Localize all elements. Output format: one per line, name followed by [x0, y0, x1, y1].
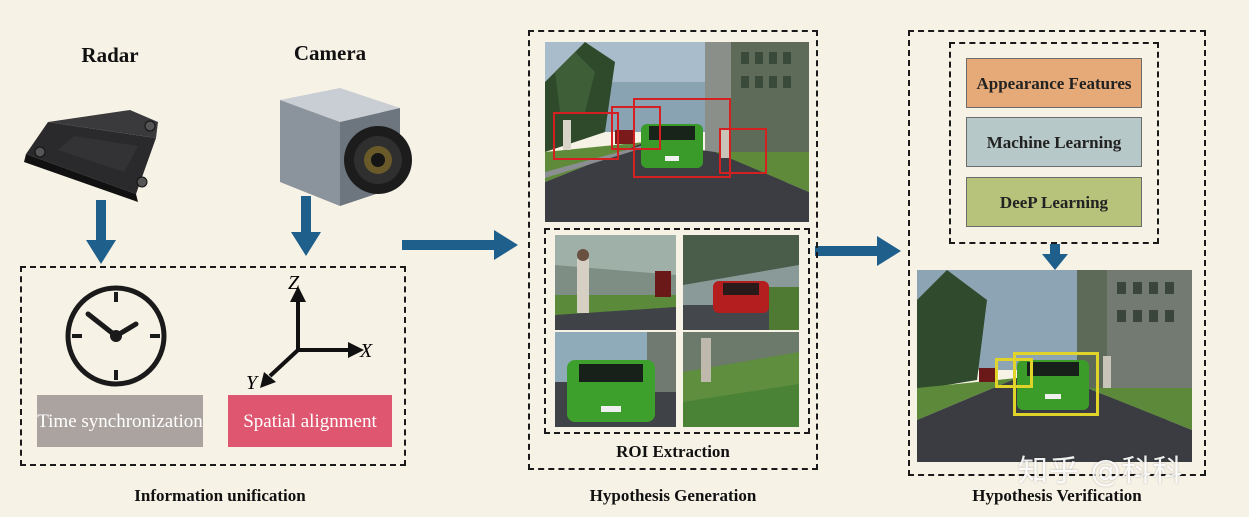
right-arrow-icon — [815, 236, 901, 266]
right-arrow-icon — [402, 230, 518, 260]
deep-learning-box: DeeP Learning — [966, 177, 1142, 227]
down-arrow-icon — [1042, 244, 1068, 270]
road-scene-image — [545, 42, 809, 222]
camera-icon — [280, 88, 412, 206]
down-arrow-icon — [86, 200, 116, 264]
axis-label-y: Y — [246, 372, 258, 394]
information-unification-panel — [20, 266, 406, 466]
roi-box — [611, 106, 661, 150]
roi-extraction-label: ROI Extraction — [616, 442, 730, 461]
down-arrow-icon — [291, 196, 321, 256]
information-unification-caption: Information unification — [134, 486, 306, 505]
roi-box — [633, 98, 731, 178]
roi-box — [553, 112, 619, 160]
hypothesis-generation-caption: Hypothesis Generation — [589, 486, 757, 505]
radar-title: Radar — [81, 43, 139, 67]
radar-sensor-icon — [24, 110, 158, 202]
roi-crop-pedestrian — [555, 235, 676, 330]
roi-crop-red-car — [683, 235, 799, 330]
time-synchronization-label: Time synchronization — [37, 395, 203, 447]
verified-scene-image — [917, 270, 1192, 462]
machine-learning-box: Machine Learning — [966, 117, 1142, 167]
clock-icon — [65, 285, 167, 387]
roi-crop-roadside — [683, 332, 799, 427]
hypothesis-generation-panel — [528, 30, 818, 470]
watermark: 知乎 @科科 — [1018, 454, 1184, 489]
axis-label-x: X — [360, 340, 373, 362]
hypothesis-verification-caption: Hypothesis Verification — [972, 486, 1142, 505]
verified-detection-box — [1013, 352, 1099, 416]
roi-crop-green-car — [555, 332, 676, 427]
hypothesis-verification-panel — [908, 30, 1206, 476]
xyz-axes-icon — [260, 286, 364, 388]
axis-label-z: Z — [288, 272, 300, 294]
roi-box — [719, 128, 767, 174]
appearance-features-box: Appearance Features — [966, 58, 1142, 108]
feature-methods-group — [949, 42, 1159, 244]
camera-title: Camera — [293, 41, 367, 65]
roi-extraction-group — [544, 228, 810, 434]
spatial-alignment-label: Spatial alignment — [228, 395, 392, 447]
